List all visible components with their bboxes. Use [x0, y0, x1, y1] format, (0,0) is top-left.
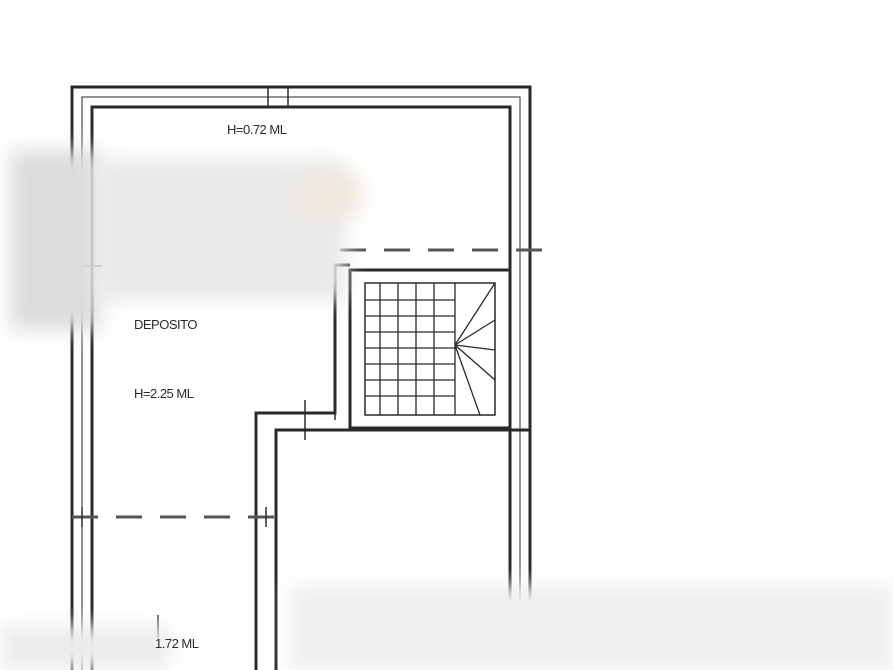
stair-frame	[348, 268, 512, 430]
top-height-label: H=0.72 ML	[227, 122, 287, 137]
stair-risers	[379, 283, 456, 415]
stair-inner-frame	[364, 282, 496, 416]
stair-winders	[454, 282, 496, 416]
staircase	[334, 268, 512, 430]
dashed-lines	[72, 248, 555, 519]
blurred-overlay-center-accent	[300, 175, 360, 215]
room-height-label: H=2.25 ML	[134, 386, 194, 401]
stair-treads	[365, 299, 455, 397]
blurred-overlay-bottom	[290, 585, 893, 670]
outer-wall-outer-line	[70, 85, 532, 670]
outer-wall-mid-line	[81, 96, 521, 670]
blurred-overlay-left	[10, 150, 100, 330]
section-marks	[81, 507, 267, 640]
bottom-height-label: 1.72 ML	[155, 636, 199, 651]
room-name-label: DEPOSITO	[134, 317, 197, 332]
inner-wall-inner	[274, 428, 530, 670]
blurred-overlay-bottom-left	[0, 625, 170, 670]
